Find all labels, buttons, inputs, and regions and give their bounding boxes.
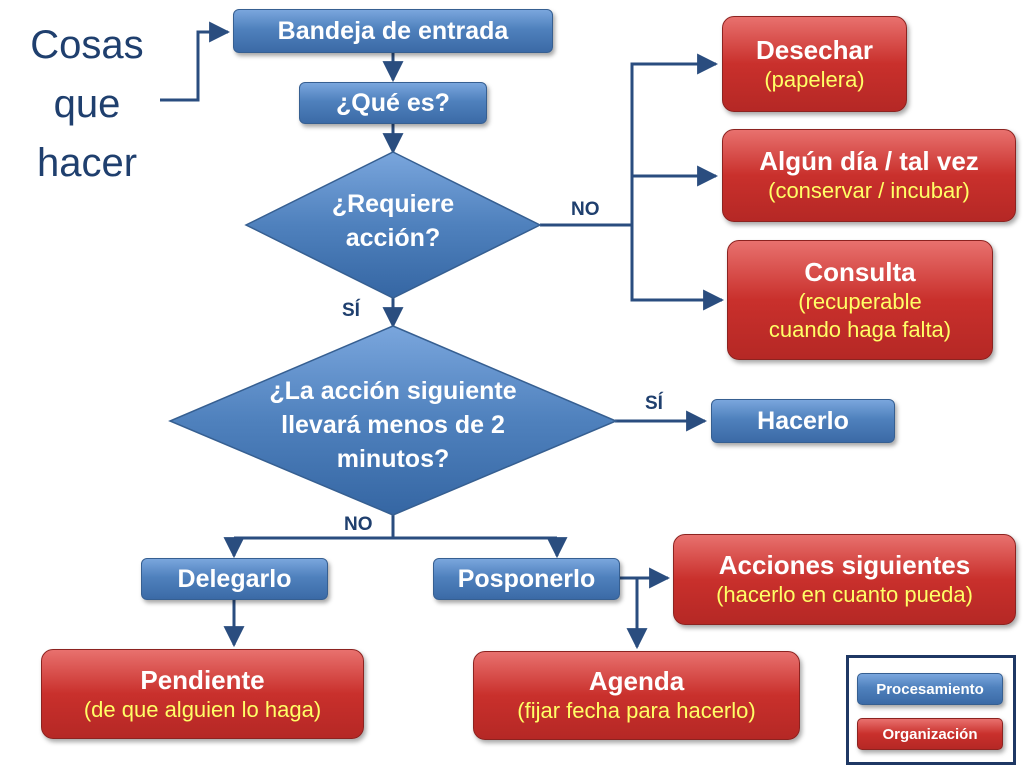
what-is-it-label: ¿Qué es?	[336, 88, 450, 117]
next-actions-title: Acciones siguientes	[718, 550, 971, 581]
requires-action-line-2: acción?	[345, 223, 441, 252]
inbox-label: Bandeja de entrada	[277, 16, 509, 45]
two-minutes-line-3: minutos?	[336, 444, 450, 473]
defer-label: Posponerlo	[457, 564, 596, 593]
reference-subtitle-2: cuando haga falta)	[768, 316, 952, 342]
calendar-subtitle: (fijar fecha para hacerlo)	[517, 698, 756, 724]
defer-box: Posponerlo	[433, 558, 620, 600]
connector-no-to-reference	[630, 225, 725, 311]
intro-line-2: que	[53, 82, 121, 127]
legend-organization: Organización	[857, 718, 1003, 750]
waiting-title: Pendiente	[140, 664, 265, 695]
someday-box: Algún día / tal vez (conservar / incubar…	[722, 129, 1016, 222]
requires-action-text: ¿Requiere acción?	[293, 188, 493, 256]
two-minutes-line-1: ¿La acción siguiente	[269, 377, 517, 405]
delegate-label: Delegarlo	[177, 564, 292, 593]
waiting-box: Pendiente (de que alguien lo haga)	[41, 649, 364, 739]
no-label-actionable: NO	[571, 199, 600, 220]
calendar-title: Agenda	[588, 666, 685, 697]
yes-label-actionable: SÍ	[342, 300, 360, 321]
diamond-requires-action	[244, 151, 542, 299]
someday-title: Algún día / tal vez	[759, 146, 979, 177]
yes-label-two-minutes: SÍ	[645, 393, 663, 414]
someday-subtitle: (conservar / incubar)	[768, 178, 970, 204]
inbox-box: Bandeja de entrada	[233, 9, 553, 53]
waiting-subtitle: (de que alguien lo haga)	[83, 696, 322, 722]
what-is-it-box: ¿Qué es?	[299, 82, 487, 124]
reference-title: Consulta	[804, 256, 916, 287]
intro-line-3: hacer	[36, 141, 138, 186]
legend-processing: Procesamiento	[857, 673, 1003, 705]
no-label-two-minutes: NO	[344, 514, 373, 535]
connector-no-branch	[540, 53, 719, 227]
calendar-box: Agenda (fijar fecha para hacerlo)	[473, 651, 800, 740]
trash-subtitle: (papelera)	[764, 66, 865, 92]
next-actions-box: Acciones siguientes (hacerlo en cuanto p…	[673, 534, 1016, 625]
next-actions-subtitle: (hacerlo en cuanto pueda)	[716, 582, 973, 608]
reference-subtitle-1: (recuperable	[798, 289, 922, 315]
trash-title: Desechar	[755, 34, 874, 65]
diamond-two-minutes	[168, 325, 618, 516]
reference-box: Consulta (recuperable cuando haga falta)	[727, 240, 993, 360]
two-minutes-text: ¿La acción siguiente llevará menos de 2 …	[233, 375, 553, 476]
do-it-label: Hacerlo	[757, 406, 849, 435]
requires-action-line-1: ¿Requiere	[331, 190, 455, 218]
intro-text: Cosas que hacer	[22, 16, 152, 194]
legend: Procesamiento Organización	[846, 655, 1016, 765]
delegate-box: Delegarlo	[141, 558, 328, 600]
trash-box: Desechar (papelera)	[722, 16, 907, 112]
connector-no-split	[234, 515, 557, 540]
intro-line-1: Cosas	[30, 23, 144, 67]
two-minutes-line-2: llevará menos de 2	[281, 410, 505, 439]
do-it-box: Hacerlo	[711, 399, 895, 443]
connector-intro-to-inbox	[160, 21, 231, 102]
